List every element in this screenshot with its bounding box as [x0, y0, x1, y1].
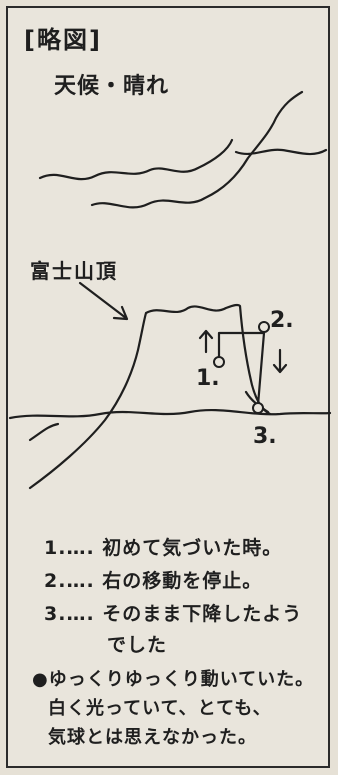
mountain-outline [28, 303, 272, 490]
marker-label-3: 3. [253, 424, 277, 449]
marker-point-3 [252, 402, 264, 414]
arrow-down [272, 348, 288, 374]
legend-item-2: 2.…. 右の移動を停止。 [44, 570, 263, 592]
marker-point-1 [213, 356, 225, 368]
cloud-line-lower [90, 90, 304, 209]
weather-label: 天候・晴れ [54, 74, 170, 99]
ridge-left [28, 422, 60, 442]
peak-arrow-head [112, 305, 129, 321]
marker-label-1: 1. [196, 366, 220, 391]
path-down [256, 331, 266, 407]
legend-item-3: 3.…. そのまま下降したよう [44, 603, 303, 625]
peak-arrow [78, 281, 128, 320]
cloud-line-right [234, 148, 328, 156]
note-line-2: 白く光っていて、とても、 [48, 698, 272, 719]
note-line-1: ●ゆっくりゆっくり動いていた。 [32, 669, 315, 690]
horizon-line [8, 408, 332, 420]
marker-point-2 [258, 321, 270, 333]
marker-label-2: 2. [270, 308, 294, 333]
note-line-3: 気球とは思えなかった。 [48, 727, 257, 748]
sketch-panel [6, 6, 330, 768]
peak-label: 富士山頂 [30, 259, 118, 283]
path-up [217, 331, 265, 359]
cloud-line-upper [38, 138, 234, 181]
legend-item-1: 1.…. 初めて気づいた時。 [44, 537, 283, 559]
sketch-title: [略図] [24, 26, 102, 54]
arrow-up [198, 329, 214, 354]
legend-item-3-continued: でした [107, 634, 168, 656]
